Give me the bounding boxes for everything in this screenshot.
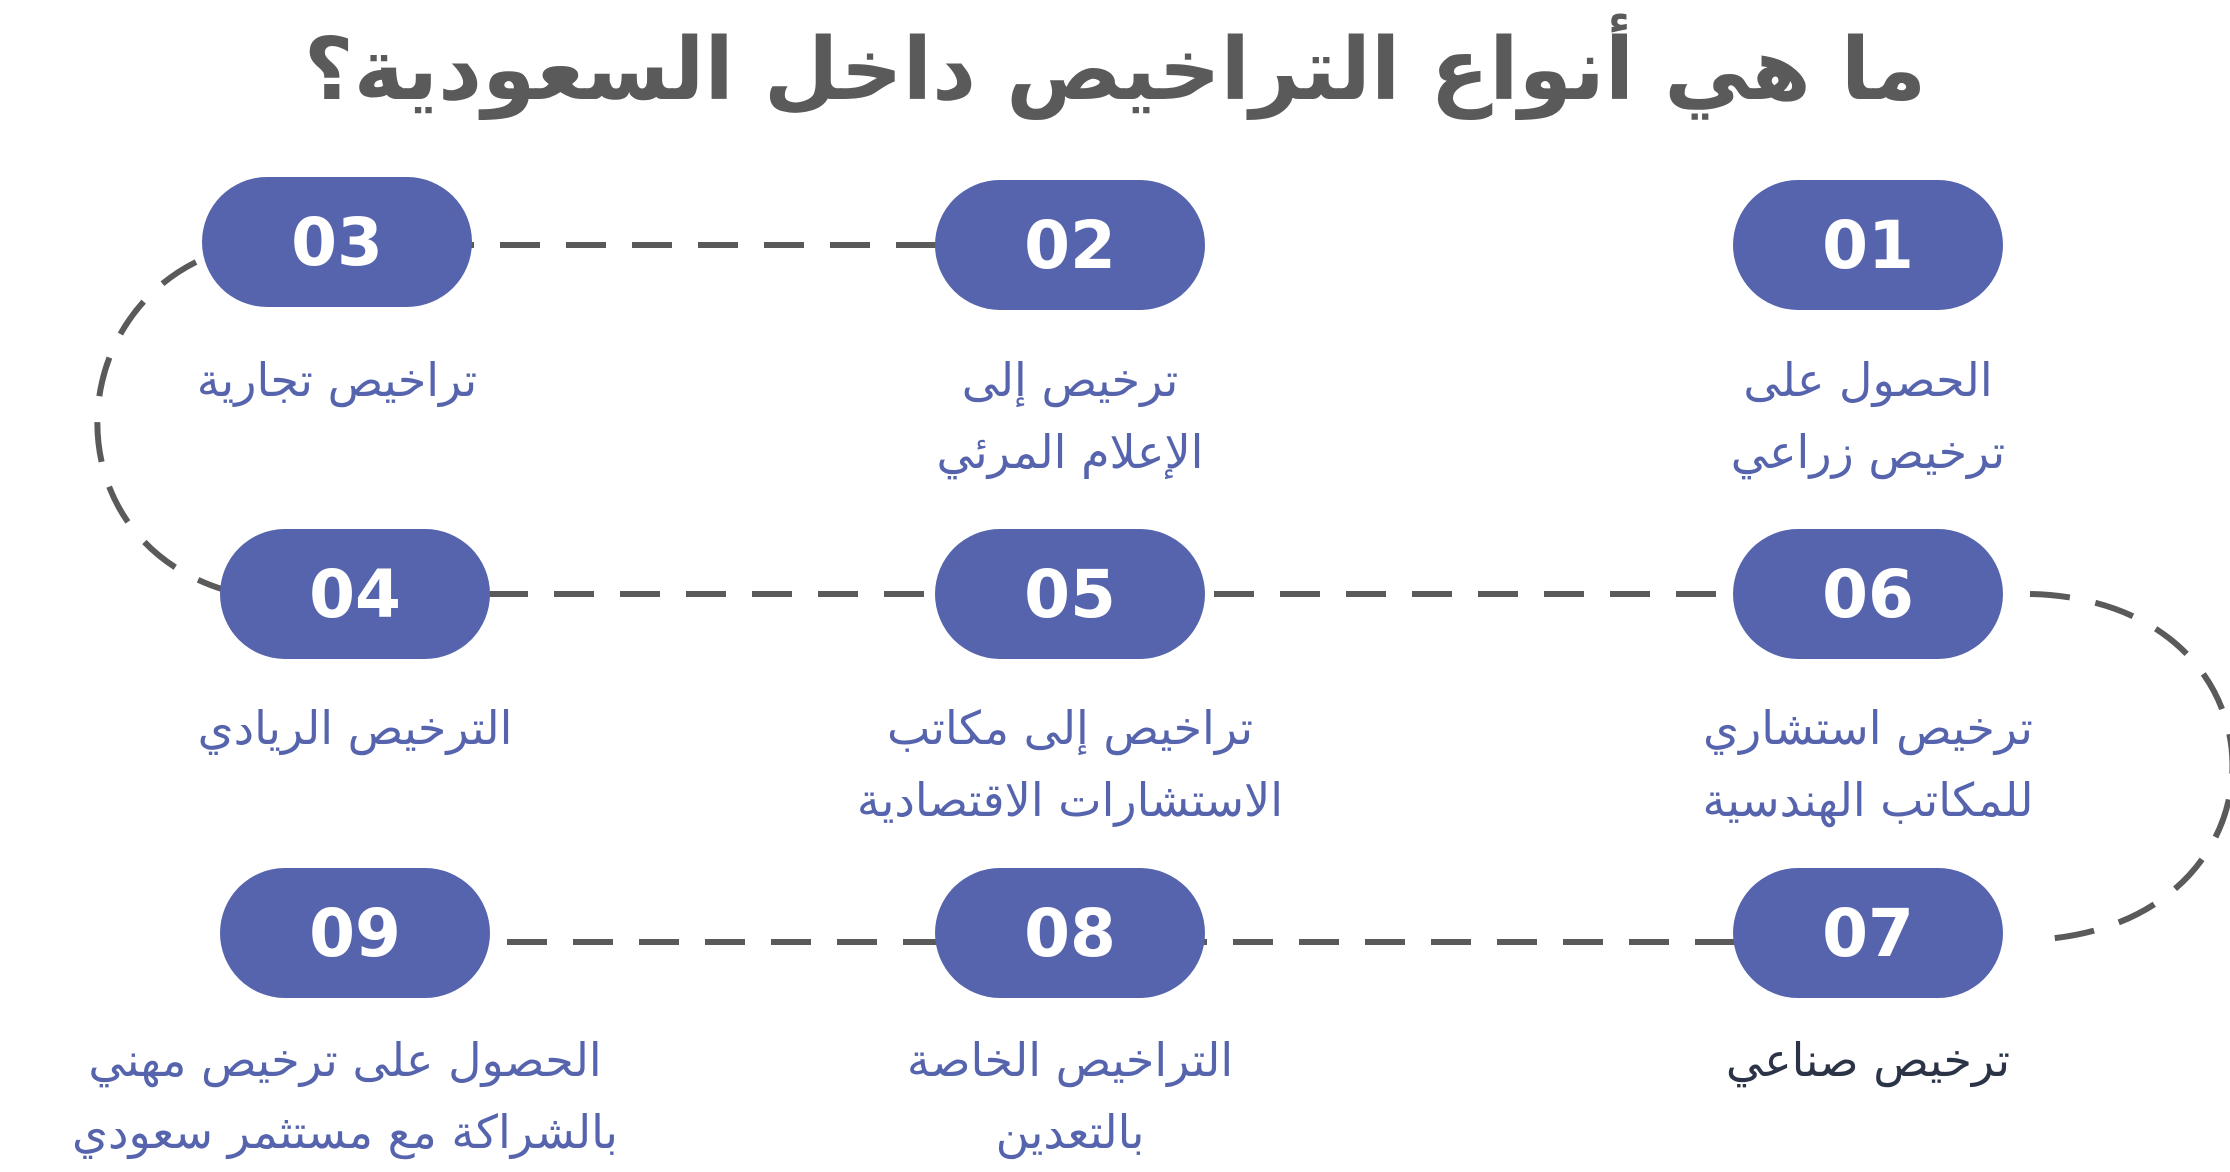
step-02-badge: 02 <box>935 180 1205 310</box>
step-04-number: 04 <box>309 555 401 633</box>
step-04-badge: 04 <box>220 529 490 659</box>
step-08-badge: 08 <box>935 868 1205 998</box>
connector-06-07 <box>2029 591 2230 943</box>
step-02-number: 02 <box>1024 206 1116 284</box>
connector-03-04 <box>94 259 226 593</box>
step-01-line2: ترخيص زراعي <box>1730 425 2006 479</box>
step-03-label: تراخيص تجارية <box>27 344 647 416</box>
step-08-label: التراخيص الخاصة بالتعدين <box>760 1024 1380 1168</box>
step-08-line2: بالتعدين <box>995 1105 1145 1159</box>
step-09-line1: الحصول على ترخيص مهني <box>88 1033 602 1087</box>
step-09-line2: بالشراكة مع مستثمر سعودي <box>72 1105 618 1159</box>
step-07-badge: 07 <box>1733 868 2003 998</box>
step-04-label: الترخيص الريادي <box>45 692 665 764</box>
step-07-number: 07 <box>1822 894 1914 972</box>
step-06-label: ترخيص استشاري للمكاتب الهندسية <box>1558 692 2178 836</box>
step-06-number: 06 <box>1822 555 1914 633</box>
step-01-line1: الحصول على <box>1743 353 1993 407</box>
step-09-badge: 09 <box>220 868 490 998</box>
step-07-label: ترخيص صناعي <box>1558 1024 2178 1096</box>
step-03-number: 03 <box>291 203 383 281</box>
step-09-number: 09 <box>309 894 401 972</box>
step-05-badge: 05 <box>935 529 1205 659</box>
step-02-label: ترخيص إلى الإعلام المرئي <box>760 344 1380 488</box>
step-06-line1: ترخيص استشاري <box>1703 701 2033 755</box>
step-05-line2: الاستشارات الاقتصادية <box>856 773 1284 827</box>
step-08-line1: التراخيص الخاصة <box>906 1033 1234 1087</box>
step-06-line2: للمكاتب الهندسية <box>1702 773 2034 827</box>
step-04-line1: الترخيص الريادي <box>197 701 513 755</box>
step-01-label: الحصول على ترخيص زراعي <box>1558 344 2178 488</box>
step-02-line2: الإعلام المرئي <box>936 425 1204 479</box>
step-03-line1: تراخيص تجارية <box>196 353 478 407</box>
step-01-badge: 01 <box>1733 180 2003 310</box>
step-02-line1: ترخيص إلى <box>961 353 1179 407</box>
step-03-badge: 03 <box>202 177 472 307</box>
step-06-badge: 06 <box>1733 529 2003 659</box>
step-01-number: 01 <box>1822 206 1914 284</box>
step-05-number: 05 <box>1024 555 1116 633</box>
step-07-line1: ترخيص صناعي <box>1725 1033 2011 1087</box>
step-09-label: الحصول على ترخيص مهني بالشراكة مع مستثمر… <box>5 1024 685 1168</box>
step-05-label: تراخيص إلى مكاتب الاستشارات الاقتصادية <box>760 692 1380 836</box>
step-05-line1: تراخيص إلى مكاتب <box>886 701 1254 755</box>
step-08-number: 08 <box>1024 894 1116 972</box>
page-title: ما هي أنواع التراخيص داخل السعودية؟ <box>303 20 1927 120</box>
